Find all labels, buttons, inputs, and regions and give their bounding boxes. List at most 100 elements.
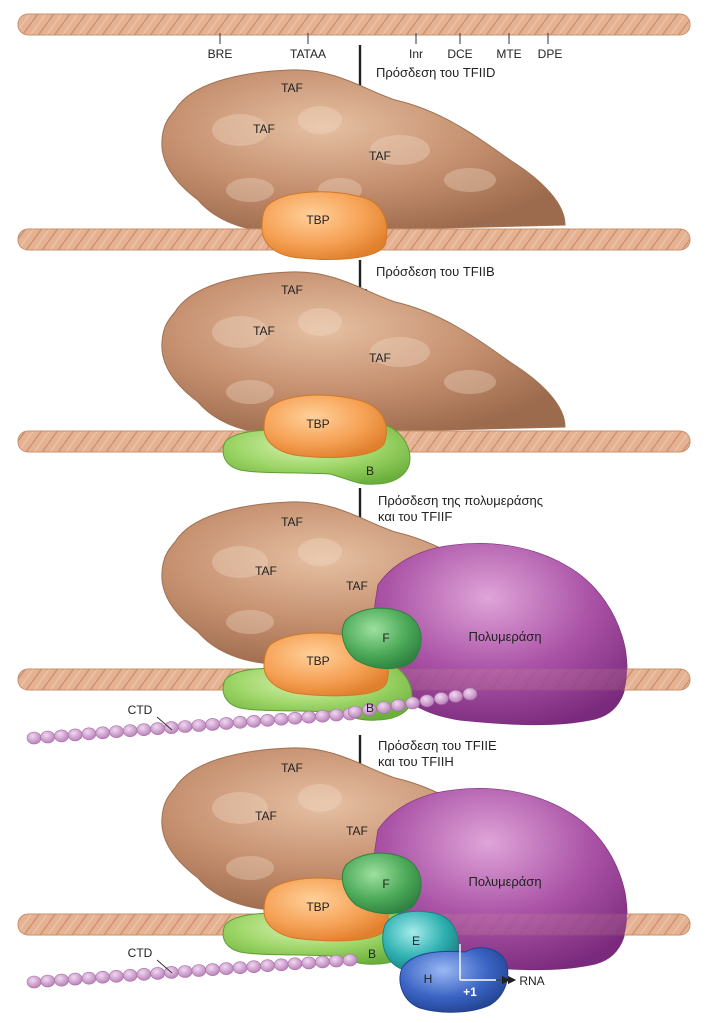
ctd-bead xyxy=(301,710,317,724)
ctd-bead xyxy=(177,720,193,733)
panel-polymerase-tfiif: TAF TAF TAF F Πολυμεράση TBP B CTD xyxy=(17,501,691,745)
taf-texture xyxy=(212,308,496,404)
rna-label: RNA xyxy=(519,974,544,988)
ctd-pointer xyxy=(156,959,173,974)
start-site-label: +1 xyxy=(463,985,477,999)
step-4-label-line-1: Πρόσδεση του TFIIE xyxy=(378,738,497,753)
ctd-bead xyxy=(390,698,406,712)
ctd-bead xyxy=(328,954,344,968)
ctd-label: CTD xyxy=(128,946,153,960)
step-4-label-line-2: και του TFIIH xyxy=(378,754,454,769)
ctd-bead xyxy=(362,703,377,717)
motif-dce: DCE xyxy=(447,47,472,61)
ctd-bead xyxy=(273,712,289,726)
ctd-bead xyxy=(122,968,138,982)
taf-label-2: TAF xyxy=(255,564,277,578)
ctd-bead xyxy=(26,975,42,989)
tbp-label: TBP xyxy=(306,213,329,227)
ctd-bead xyxy=(95,970,110,984)
taf-label-1: TAF xyxy=(281,283,303,297)
ctd-bead xyxy=(40,730,56,744)
tfiif-protein xyxy=(341,607,422,669)
tbp-label: TBP xyxy=(306,654,329,668)
ctd-bead xyxy=(205,963,220,976)
ctd-bead xyxy=(54,973,69,987)
taf-label-3: TAF xyxy=(346,579,368,593)
step-3-label-line-1: Πρόσδεση της πολυμεράσης xyxy=(378,493,543,508)
step-3: Πρόσδεση της πολυμεράσης και του TFIIF xyxy=(352,488,543,536)
ctd-bead xyxy=(109,969,124,983)
motif-bre: BRE xyxy=(208,47,233,61)
ctd-bead xyxy=(246,960,262,974)
ctd-tail-2 xyxy=(26,953,358,989)
tbp-protein xyxy=(263,394,387,458)
ctd-bead xyxy=(54,729,69,743)
taf-label-3: TAF xyxy=(369,149,391,163)
ctd-bead xyxy=(328,708,344,722)
ctd-bead xyxy=(191,719,207,732)
motif-dpe: DPE xyxy=(538,47,563,61)
ctd-bead xyxy=(177,965,193,978)
taf-label-3: TAF xyxy=(369,351,391,365)
ctd-bead xyxy=(122,724,138,738)
ctd-bead xyxy=(448,689,463,703)
taf-texture xyxy=(212,538,342,634)
taf-texture xyxy=(212,784,342,880)
step-4: Πρόσδεση του TFIIE και του TFIIH xyxy=(352,735,497,784)
motif-ticks xyxy=(219,33,549,44)
taf-label-3: TAF xyxy=(346,824,368,838)
ctd-bead xyxy=(419,694,435,708)
ctd-bead xyxy=(81,971,97,985)
tbp-label: TBP xyxy=(306,900,329,914)
tfiif-protein xyxy=(341,852,422,914)
tbp-protein xyxy=(261,191,388,260)
ctd-bead xyxy=(136,723,152,737)
ctd-bead xyxy=(219,717,234,730)
ctd-label: CTD xyxy=(128,703,153,717)
ctd-tail xyxy=(26,687,478,745)
ctd-bead xyxy=(462,687,478,701)
ctd-bead xyxy=(67,972,83,986)
tfiif-label: F xyxy=(382,631,389,645)
panel-promoter: BRE TATAA Inr DCE MTE DPE xyxy=(17,13,691,61)
ctd-bead xyxy=(136,967,152,981)
ctd-bead xyxy=(287,711,303,725)
ctd-bead xyxy=(191,964,207,977)
tfiib-label: B xyxy=(368,947,376,961)
ctd-bead xyxy=(273,958,289,972)
step-1: Πρόσδεση του TFIID xyxy=(352,45,495,108)
tfiif-label: F xyxy=(382,877,389,891)
panel-tfiid: TAF TAF TAF TBP xyxy=(17,69,691,260)
step-2: Πρόσδεση του TFIIB xyxy=(352,260,495,304)
tfiib-label: B xyxy=(366,701,374,715)
ctd-bead xyxy=(246,714,262,728)
tfiih-protein xyxy=(399,947,509,1013)
ctd-bead xyxy=(205,718,220,731)
tfiie-label: E xyxy=(412,934,420,948)
ctd-bead xyxy=(287,957,303,971)
ctd-bead xyxy=(150,722,165,735)
polymerase-label: Πολυμεράση xyxy=(468,874,541,889)
ctd-bead xyxy=(315,955,330,969)
ctd-bead xyxy=(315,709,330,723)
taf-label-2: TAF xyxy=(253,122,275,136)
ctd-bead xyxy=(164,721,179,734)
tbp-label: TBP xyxy=(306,417,329,431)
ctd-bead xyxy=(150,967,165,980)
ctd-bead xyxy=(376,701,392,714)
ctd-bead xyxy=(40,974,56,988)
motif-tataa: TATAA xyxy=(290,47,326,61)
ctd-bead xyxy=(260,713,275,727)
ctd-pointer xyxy=(156,716,173,731)
taf-label-2: TAF xyxy=(255,809,277,823)
ctd-bead xyxy=(232,961,248,975)
step-2-label: Πρόσδεση του TFIIB xyxy=(376,264,495,279)
ctd-bead xyxy=(347,705,363,719)
ctd-bead xyxy=(219,962,234,975)
panel-tfiie-tfiih: TAF TAF TAF F Πολυμεράση TBP B E H +1 RN… xyxy=(17,747,691,1013)
ctd-bead xyxy=(405,696,420,710)
polymerase-label: Πολυμεράση xyxy=(468,629,541,644)
ctd-bead xyxy=(95,726,110,740)
ctd-bead xyxy=(260,959,275,973)
